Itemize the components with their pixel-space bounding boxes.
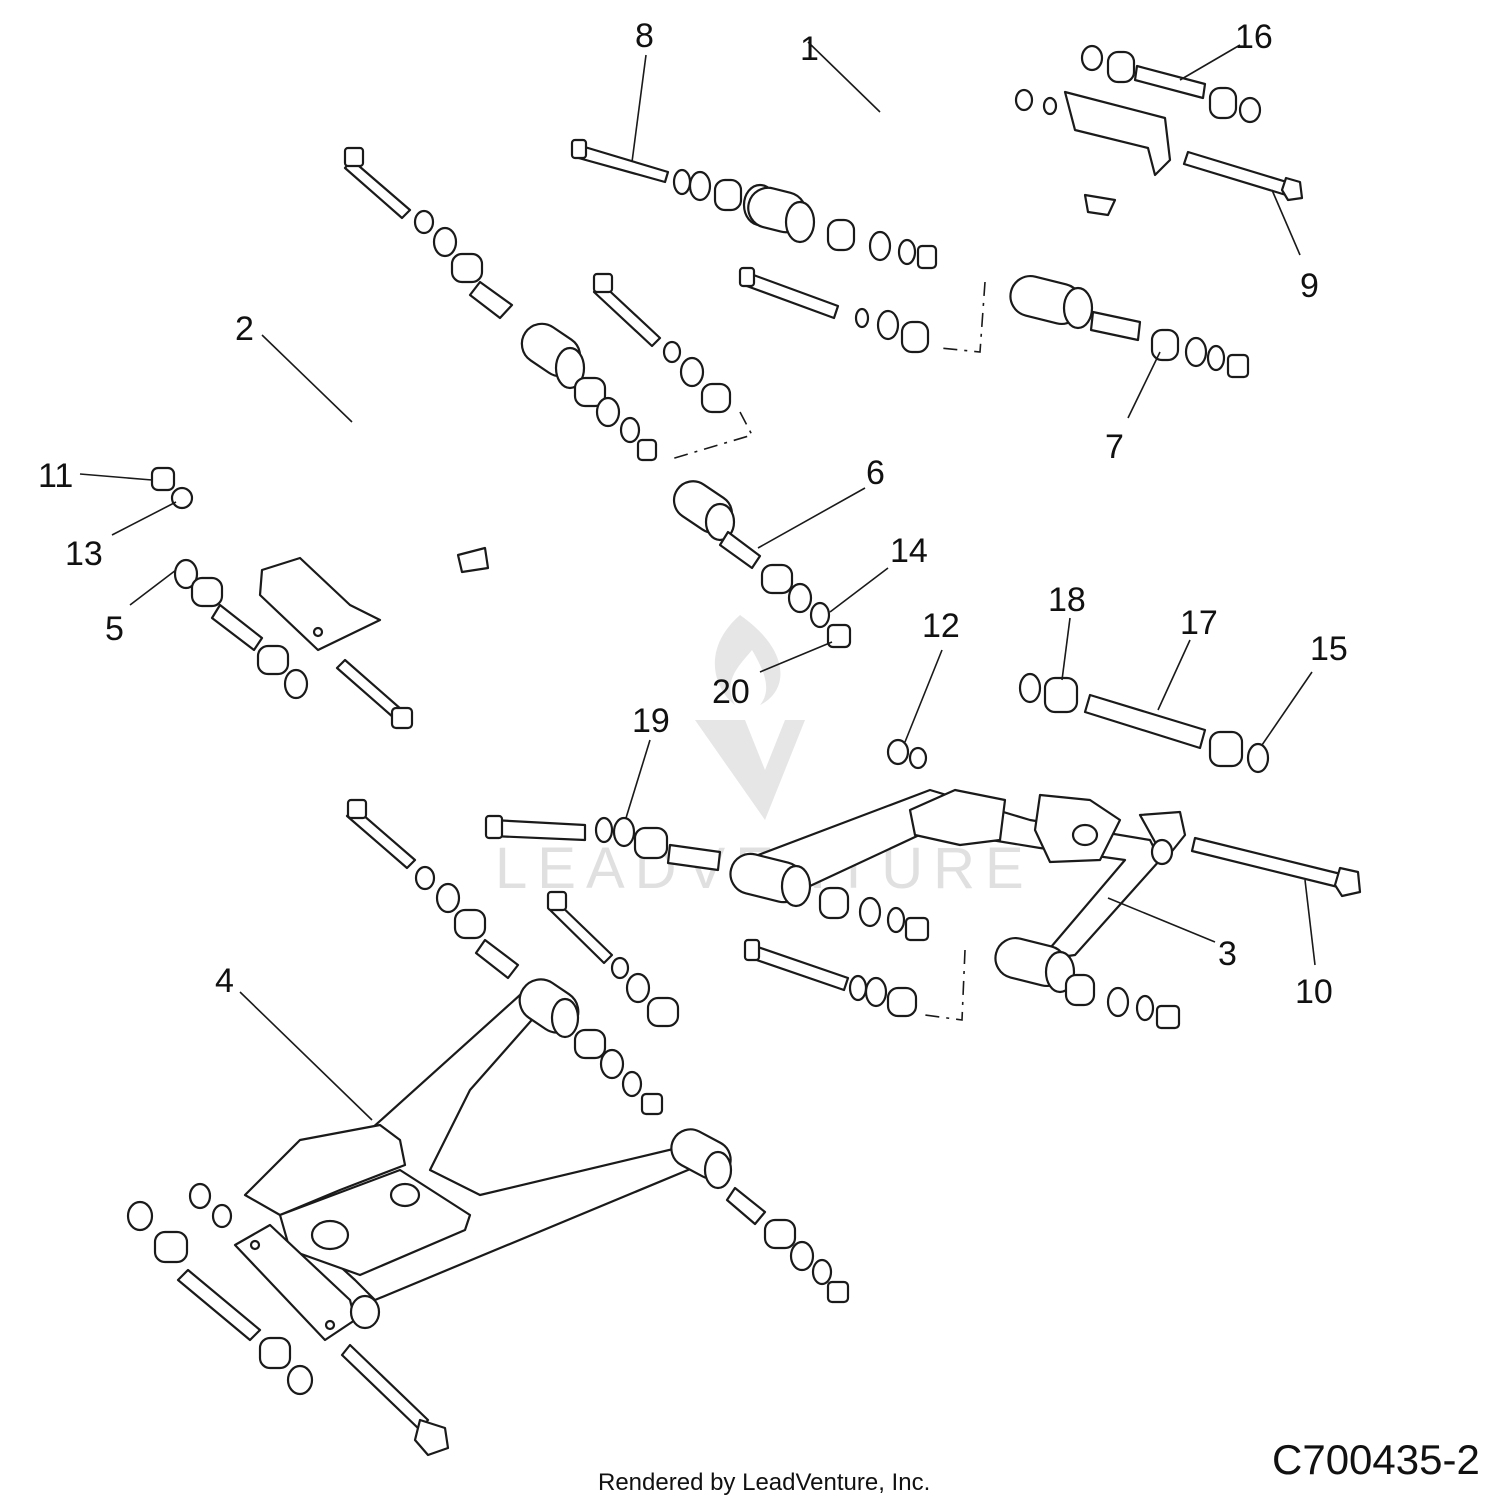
callout-19: 19 <box>632 702 670 740</box>
bushing-7 <box>1150 328 1180 362</box>
pivot-tube-17 <box>1083 693 1207 750</box>
callout-14: 14 <box>890 532 928 570</box>
lower-control-arm-part-3 <box>729 788 1187 994</box>
washer-12 <box>886 738 910 766</box>
watermark-flame-icon <box>714 615 781 705</box>
callout-18: 18 <box>1048 581 1086 619</box>
bushing-cap-15 <box>1246 742 1270 774</box>
upper-control-arm-part-1 <box>742 90 1172 330</box>
callout-13: 13 <box>65 535 103 573</box>
shock-mount-bracket <box>908 788 1007 847</box>
callout-17: 17 <box>1180 604 1218 642</box>
callout-10: 10 <box>1295 973 1333 1011</box>
callout-8: 8 <box>635 17 654 55</box>
callout-6: 6 <box>866 454 885 492</box>
washer-14 <box>809 601 831 629</box>
lower-front-arm-hardware <box>126 798 850 1457</box>
callout-2: 2 <box>235 310 254 348</box>
callout-20: 20 <box>712 673 750 711</box>
front-upper-arm-hardware <box>150 146 852 730</box>
nut-11 <box>150 466 176 492</box>
callout-3: 3 <box>1218 935 1237 973</box>
shock-mount-bracket <box>258 556 382 652</box>
callout-4: 4 <box>215 962 234 1000</box>
callout-12: 12 <box>922 607 960 645</box>
callout-16: 16 <box>1235 18 1273 56</box>
pivot-tube-6 <box>718 530 762 570</box>
callout-15: 15 <box>1310 630 1348 668</box>
lower-control-arm-part-4 <box>233 978 733 1342</box>
callouts: 1 2 3 4 5 6 7 8 9 10 11 12 13 14 15 16 1 <box>38 17 1348 1121</box>
callout-9: 9 <box>1300 267 1319 305</box>
callout-5: 5 <box>105 610 124 648</box>
lower-rear-arm-hardware <box>484 672 1362 1030</box>
nut-20 <box>826 623 852 649</box>
bushing-19 <box>612 816 636 848</box>
bolt-8 <box>573 143 670 184</box>
callout-11: 11 <box>38 457 73 495</box>
upper-arm-hardware <box>570 44 1304 379</box>
callout-1: 1 <box>800 30 819 68</box>
upper-control-arm-part-2 <box>258 322 736 652</box>
diagram-code: C700435-2 <box>1272 1436 1480 1483</box>
bushing-18 <box>1043 676 1079 714</box>
bolt-9 <box>1182 150 1292 197</box>
bushing-cap-5 <box>173 558 199 590</box>
watermark-v-icon <box>695 720 805 820</box>
washer-13 <box>170 486 194 510</box>
bolt-10 <box>1190 836 1347 890</box>
callout-7: 7 <box>1105 428 1124 466</box>
shock-mount-bracket <box>1063 90 1172 177</box>
credit-text: Rendered by LeadVenture, Inc. <box>598 1469 930 1496</box>
